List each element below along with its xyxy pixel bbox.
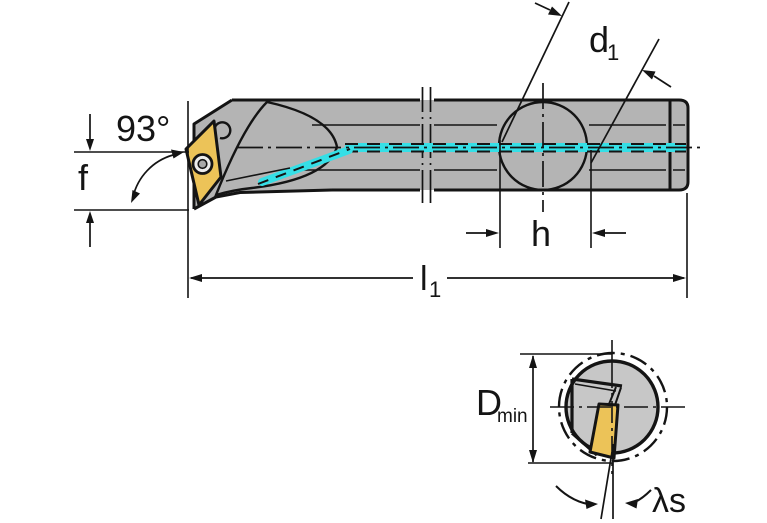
clamp-notch <box>213 121 232 140</box>
dim-l1: l 1 <box>187 101 688 302</box>
arrowhead <box>673 274 686 282</box>
arrowhead <box>86 211 94 223</box>
h-label: h <box>531 213 551 254</box>
insert-screw <box>191 153 214 175</box>
arrowhead <box>585 499 598 509</box>
arrowhead <box>548 6 562 16</box>
pocket-cutaway <box>213 100 339 197</box>
dmin-subscript: min <box>497 406 528 427</box>
arrowhead <box>529 355 537 368</box>
dim-f: f <box>74 114 189 247</box>
arrowhead <box>592 229 605 237</box>
d1-subscript: 1 <box>607 40 619 65</box>
arrowhead <box>625 499 638 509</box>
dim-lead-angle: 93° <box>116 108 184 203</box>
dim-lambda-s: λs <box>555 482 686 520</box>
arrowhead <box>171 149 184 159</box>
arrowhead <box>486 229 499 237</box>
arrowhead <box>642 70 656 80</box>
shank-face-lines <box>302 124 685 171</box>
pocket-edge-line <box>225 167 291 182</box>
dim-h: h <box>466 140 626 254</box>
arrowhead <box>529 450 537 463</box>
tool-shank-body <box>194 100 688 209</box>
cross-section-view <box>550 340 690 520</box>
dim-d1: d 1 <box>501 1 672 164</box>
dmin-label: D <box>476 382 502 423</box>
dim-dmin: D min <box>476 353 613 464</box>
f-label: f <box>78 157 89 198</box>
lambda-s-label: λs <box>652 482 686 520</box>
arrowhead <box>86 139 94 151</box>
lead-angle-label: 93° <box>116 108 170 149</box>
d1-label: d <box>589 19 609 60</box>
arrowhead <box>189 274 202 282</box>
l1-label: l <box>420 260 428 298</box>
main-view <box>184 83 700 212</box>
l1-subscript: 1 <box>429 277 441 302</box>
arrowhead <box>131 190 140 203</box>
